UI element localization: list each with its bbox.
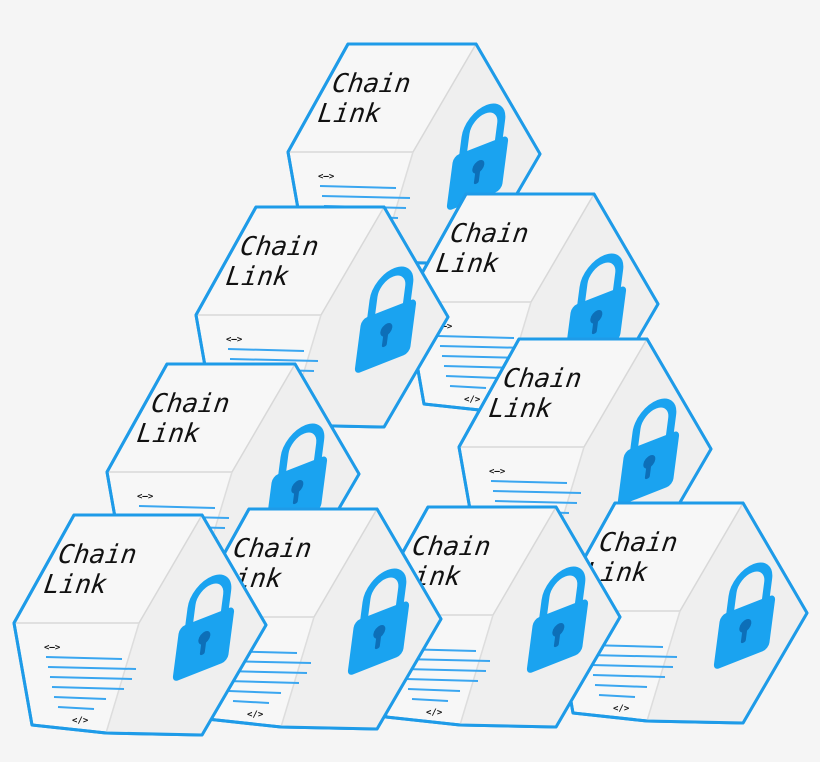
padlock-icon (617, 398, 680, 505)
cube-title-line1: Chain (410, 532, 492, 562)
code-close-tag: </> (247, 710, 264, 720)
code-open-tag: <—> (489, 467, 506, 477)
cube-title-line2: Link (42, 570, 109, 600)
cube-border (553, 501, 809, 725)
cube-title-line2: Link (487, 394, 554, 424)
code-line (226, 680, 300, 684)
cube-border (187, 507, 443, 731)
padlock-icon (354, 266, 417, 373)
code-close-tag: </> (426, 708, 443, 718)
cube-title-line2: Link (316, 99, 383, 129)
code-line (227, 348, 305, 352)
code-line (321, 195, 411, 199)
padlock-icon (446, 103, 509, 210)
code-line (594, 684, 648, 688)
code-line (138, 505, 216, 509)
code-line (590, 664, 674, 668)
code-open-tag: <—> (44, 643, 61, 653)
code-line (494, 500, 578, 504)
code-line (319, 185, 397, 189)
code-line (407, 688, 461, 692)
code-line (445, 375, 499, 379)
cube-title-line1: Chain (238, 232, 320, 262)
code-line (49, 676, 133, 680)
code-line (405, 678, 479, 682)
cube-title-line1: Chain (597, 528, 679, 558)
code-line (411, 698, 449, 702)
code-line (229, 358, 319, 362)
code-close-tag: </> (613, 704, 630, 714)
cube-title-line1: Chain (56, 540, 138, 570)
cube-title-line2: Link (224, 262, 291, 292)
cube-title-line1: Chain (501, 364, 583, 394)
padlock-icon (713, 562, 776, 669)
padlock-icon (526, 566, 589, 673)
cube-title-line1: Chain (149, 389, 231, 419)
cube-title-line1: Chain (330, 69, 412, 99)
padlock-icon (172, 574, 235, 681)
code-line (53, 696, 107, 700)
code-open-tag: <—> (318, 172, 335, 182)
code-open-tag: <—> (137, 492, 154, 502)
code-line (51, 686, 125, 690)
cube-title-line2: Link (434, 249, 501, 279)
cube-title-line1: Chain (231, 534, 313, 564)
code-line (57, 706, 95, 710)
code-line (403, 668, 487, 672)
cube-border (366, 505, 622, 729)
code-line (47, 666, 137, 670)
code-close-tag: </> (464, 395, 481, 405)
cube-border (12, 513, 268, 737)
code-line (437, 335, 515, 339)
code-close-tag: </> (72, 716, 89, 726)
code-line (592, 674, 666, 678)
code-line (492, 490, 582, 494)
padlock-icon (347, 568, 410, 675)
code-line (598, 694, 636, 698)
cube-title-line2: Link (135, 419, 202, 449)
code-line (45, 656, 123, 660)
code-open-tag: <—> (436, 322, 453, 332)
code-line (490, 480, 568, 484)
code-line (232, 700, 270, 704)
code-line (588, 654, 678, 658)
code-line (449, 385, 487, 389)
code-open-tag: <—> (226, 335, 243, 345)
cube-title-line1: Chain (448, 219, 530, 249)
code-line (228, 690, 282, 694)
